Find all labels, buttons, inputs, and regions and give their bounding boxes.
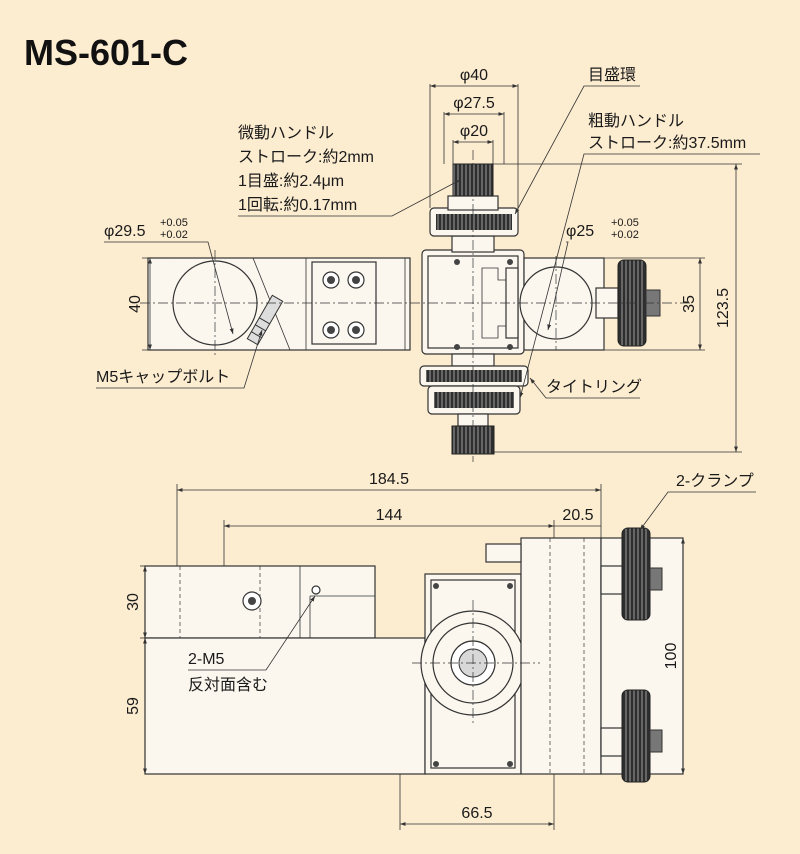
callout-fine-handle-graduation: 1目盛:約2.4μm: [238, 172, 344, 190]
callout-coarse-handle-title: 粗動ハンドル: [588, 112, 684, 130]
side-view: 184.5 144 20.5 30 59 100 66.5: [125, 471, 756, 830]
callout-m5-title: 2-M5: [188, 651, 225, 668]
dim-phi29-5-tol-lower: +0.02: [160, 229, 188, 241]
callout-clamp: 2-クランプ: [676, 472, 754, 490]
callout-m5-cap-bolt: M5キャップボルト: [96, 368, 230, 386]
dim-phi40: φ40: [460, 67, 488, 84]
side-right-block: [520, 537, 602, 775]
callout-scale-ring: 目盛環: [588, 66, 636, 84]
top-view: φ40 φ27.5 φ20 φ29.5 +0.05 +0.02 φ25 +0.0…: [96, 66, 760, 462]
dim-59: 59: [125, 697, 142, 715]
dim-phi25: φ25: [566, 223, 594, 240]
dim-phi29-5: φ29.5: [104, 223, 146, 240]
dim-123-5: 123.5: [715, 288, 732, 328]
callout-coarse-handle-stroke: ストローク:約37.5mm: [588, 134, 746, 152]
clamp-knob-lower: [621, 689, 651, 783]
dim-184-5: 184.5: [369, 471, 409, 488]
dim-phi25-tol-upper: +0.05: [611, 217, 639, 229]
dim-phi25-tol-lower: +0.02: [611, 229, 639, 241]
callout-m5-note: 反対面含む: [188, 676, 268, 694]
page-title: MS-601-C: [24, 32, 189, 73]
clamp-knob-upper: [621, 527, 651, 621]
dim-phi29-5-tol-upper: +0.05: [160, 217, 188, 229]
dim-phi20: φ20: [460, 123, 488, 140]
dim-100: 100: [663, 643, 680, 670]
dim-35: 35: [681, 295, 698, 313]
dim-66-5: 66.5: [461, 805, 492, 822]
callout-fine-handle-title: 微動ハンドル: [238, 124, 334, 142]
dim-30: 30: [125, 593, 142, 611]
dim-20-5: 20.5: [562, 507, 593, 524]
dim-phi27-5: φ27.5: [453, 95, 495, 112]
dim-144: 144: [376, 507, 403, 524]
callout-fine-handle-stroke: ストローク:約2mm: [238, 148, 374, 166]
dim-40: 40: [127, 295, 144, 313]
callout-tight-ring: タイトリング: [546, 378, 642, 396]
side-base: [144, 637, 426, 775]
callout-fine-handle-rotation: 1回転:約0.17mm: [238, 196, 357, 214]
